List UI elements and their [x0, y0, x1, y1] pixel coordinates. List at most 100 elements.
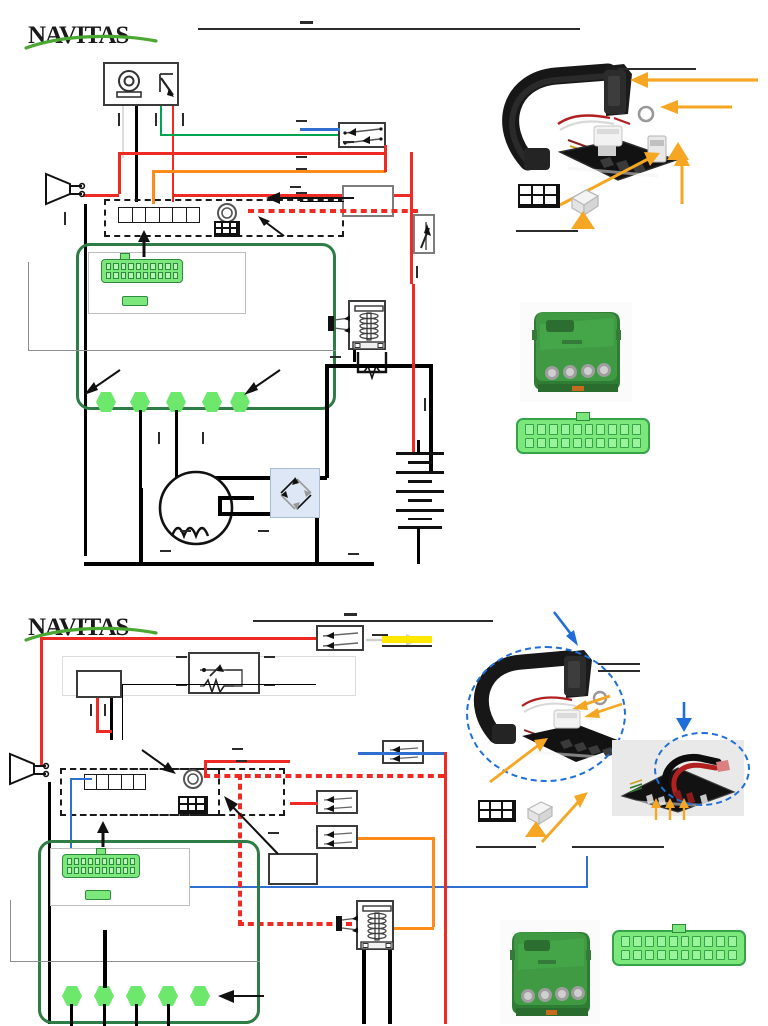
label-redacted-b3 — [264, 656, 275, 658]
wire-green-key — [160, 106, 162, 134]
wire-red-horn — [83, 194, 119, 197]
post-callout-arrow-b — [218, 990, 264, 1003]
wire-red-aux-mid-b — [290, 802, 318, 805]
aux-switch-mid-contacts — [323, 796, 353, 812]
harness-photo-art — [502, 63, 679, 181]
key-switch-assembly — [103, 62, 179, 106]
fuse-terminal-strip — [118, 207, 200, 223]
wire-motor-d — [218, 496, 222, 514]
wire-post2-lead-b — [103, 1004, 106, 1026]
wire-gray-left — [28, 262, 29, 350]
terminal-pos-3 — [146, 208, 160, 222]
wire-accessory-lead — [300, 201, 344, 202]
wire-red-key-b — [96, 698, 99, 730]
wire-red-mid-down-b — [204, 760, 207, 774]
key-switch-assembly-b — [76, 670, 122, 698]
wire-gray-controller-bus — [28, 350, 336, 351]
label-redacted-b4 — [264, 684, 275, 686]
battery-pack — [392, 452, 448, 532]
controller-post-5 — [230, 392, 250, 412]
pinout-row-top — [525, 424, 642, 435]
controller-post-1-b — [62, 986, 82, 1006]
wire-black-top-right — [325, 364, 431, 368]
navitas-logo-bottom: NAVITAS — [24, 610, 158, 646]
controller-connector-b — [62, 854, 140, 878]
callout-label-redacted-1 — [618, 68, 696, 70]
warning-triangle-legend — [571, 211, 595, 229]
connector-tab — [120, 253, 130, 260]
label-redacted-m — [202, 432, 204, 444]
label-redacted-e — [296, 156, 307, 158]
wire-blue-fr — [300, 128, 340, 131]
wire-red-fr-down — [384, 145, 387, 153]
controller-connector-arrow — [138, 230, 150, 257]
callout-connector-plug-b — [572, 694, 611, 710]
highlight-label-redacted — [382, 636, 432, 643]
wire-black-ground-bottom — [84, 562, 374, 566]
label-redacted-b6 — [104, 704, 106, 716]
photo-caption-redacted-top — [516, 230, 578, 232]
panel-title-redacted — [300, 21, 313, 24]
controller-post-1 — [96, 392, 116, 412]
controller-pinout — [516, 418, 650, 454]
controller-post-2 — [130, 392, 150, 412]
photo-pointer-arrow-2 — [676, 702, 692, 732]
terminal-pos-2 — [133, 208, 146, 222]
connector-callout-arrow — [258, 216, 285, 237]
aux-switch-lower-contacts — [323, 831, 353, 847]
title-rule-bottom — [253, 620, 493, 622]
wire-gray-left-b — [10, 900, 11, 961]
connector-row-top — [106, 263, 179, 270]
callout-label-redacted-b2 — [598, 670, 640, 672]
post-callout-arrow-left — [84, 369, 121, 395]
label-redacted-f — [296, 168, 307, 170]
forward-reverse-switch-b — [316, 625, 364, 651]
terminal-pos-4 — [160, 208, 173, 222]
post-callout-arrow-right — [244, 369, 281, 395]
wire-motor-e — [218, 496, 254, 500]
accessory-module-b — [268, 853, 318, 885]
terminal-pos-2-b — [97, 775, 110, 789]
plug-legend-icon-b — [526, 801, 554, 826]
grid-connector-icon — [214, 221, 240, 237]
grid-connector-legend-icon — [518, 184, 560, 208]
wire-black-sol-left-b — [362, 950, 366, 1024]
micro-switch-contact — [420, 222, 431, 250]
wire-blue-long-b — [70, 886, 588, 888]
wire-black-center-b — [103, 930, 107, 988]
green-controller-photo — [518, 300, 634, 404]
wire-black-right-col — [429, 364, 433, 472]
solenoid-contactor — [348, 300, 386, 350]
highlight-underline — [382, 645, 432, 647]
connector-row-bottom — [106, 272, 179, 279]
connector-tab-b — [96, 848, 106, 855]
potentiometer-module — [188, 652, 260, 695]
terminal-pos-1 — [119, 208, 133, 222]
accessory-callout-arrow-b — [224, 796, 279, 855]
label-redacted-h — [343, 141, 354, 143]
label-redacted-b7 — [372, 634, 388, 636]
label-redacted-j — [416, 266, 418, 278]
wire-red-mid-b — [204, 760, 290, 763]
wire-batt-pos — [417, 440, 420, 454]
wire-red-to-fr-b — [280, 637, 316, 640]
label-redacted-i — [64, 212, 66, 225]
bridge-rectifier — [270, 468, 320, 518]
horn-speaker — [40, 168, 86, 210]
green-controller-art — [520, 302, 632, 402]
plug-legend-icon — [570, 189, 600, 217]
wire-orange-bottom-b — [366, 927, 434, 930]
green-controller-art-b — [500, 920, 600, 1024]
wire-blue-top-b — [70, 778, 92, 780]
label-redacted-k — [290, 186, 301, 188]
wire-blue-b — [70, 778, 72, 888]
aux-switch-upper-contacts — [389, 746, 419, 762]
navitas-swoosh-icon — [24, 34, 158, 50]
terminal-pos-3-b — [109, 775, 122, 789]
wire-post4-lead-b — [167, 1004, 170, 1026]
photo-pointer-arrows-3 — [651, 798, 689, 820]
label-redacted-n — [330, 356, 341, 358]
forward-reverse-switch — [338, 122, 386, 148]
terminal-pos-1-b — [85, 775, 98, 789]
horn-speaker-b — [4, 748, 50, 790]
